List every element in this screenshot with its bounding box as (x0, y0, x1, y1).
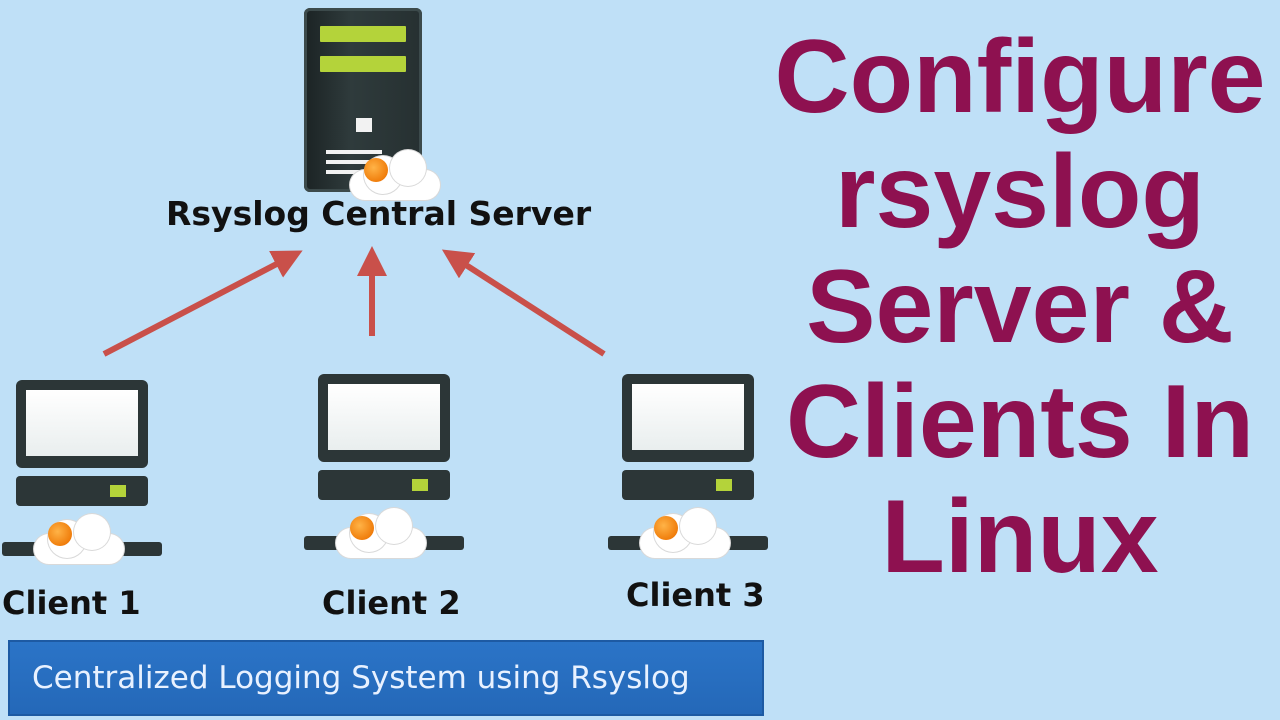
server-line (326, 150, 382, 154)
server-line (326, 160, 382, 164)
title-line: Configure (774, 19, 1266, 135)
title-line: Clients In (785, 364, 1255, 480)
arrow-client1-to-server (102, 250, 303, 357)
client-3-computer-icon (608, 374, 768, 574)
caption-text: Centralized Logging System using Rsyslog (32, 660, 690, 696)
client-1-computer-icon (2, 380, 162, 580)
rsyslog-logo-icon (640, 508, 730, 558)
arrow-client3-to-server (441, 249, 606, 357)
client-2-label: Client 2 (322, 584, 461, 622)
monitor-icon (622, 374, 754, 462)
client-2-computer-icon (304, 374, 464, 574)
cpu-icon (16, 476, 148, 506)
video-title: Configure rsyslog Server & Clients In Li… (770, 20, 1270, 595)
server-label: Rsyslog Central Server (166, 194, 592, 233)
cpu-icon (622, 470, 754, 500)
client-3-label: Client 3 (626, 576, 765, 614)
monitor-icon (318, 374, 450, 462)
title-line: Linux (881, 479, 1159, 595)
rsyslog-logo-icon (34, 514, 124, 564)
title-line: rsyslog (835, 134, 1205, 250)
server-drive-bay (320, 56, 406, 72)
cpu-icon (318, 470, 450, 500)
title-line: Server & (806, 249, 1234, 365)
client-1-label: Client 1 (2, 584, 141, 622)
server-drive-bay (320, 26, 406, 42)
rsyslog-logo-icon (350, 150, 440, 200)
monitor-icon (16, 380, 148, 468)
server-line (326, 170, 362, 174)
rsyslog-logo-icon (336, 508, 426, 558)
caption-banner: Centralized Logging System using Rsyslog (8, 640, 764, 716)
server-led (356, 118, 372, 132)
